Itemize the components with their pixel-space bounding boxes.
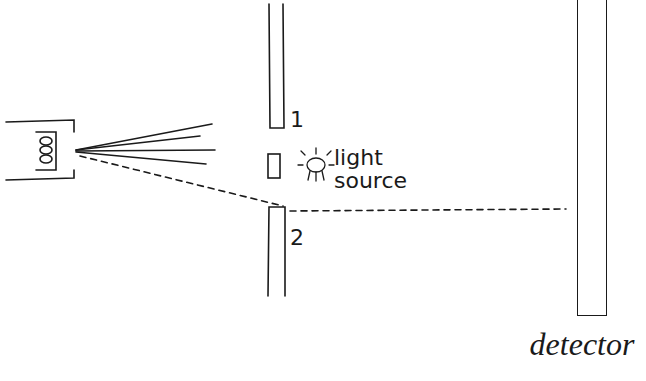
beam-rays (76, 124, 215, 164)
electron-path (80, 156, 566, 211)
detector-label: detector (520, 326, 644, 363)
light-bulb (298, 148, 334, 181)
slit-number: 1 (290, 108, 304, 131)
electron-gun (6, 120, 74, 180)
slit-number: 2 (290, 226, 304, 249)
light-source-label: light source (334, 146, 406, 192)
detector-bar (577, 0, 607, 316)
detector-screen: detector (520, 0, 644, 363)
slit-barrier (268, 4, 285, 296)
